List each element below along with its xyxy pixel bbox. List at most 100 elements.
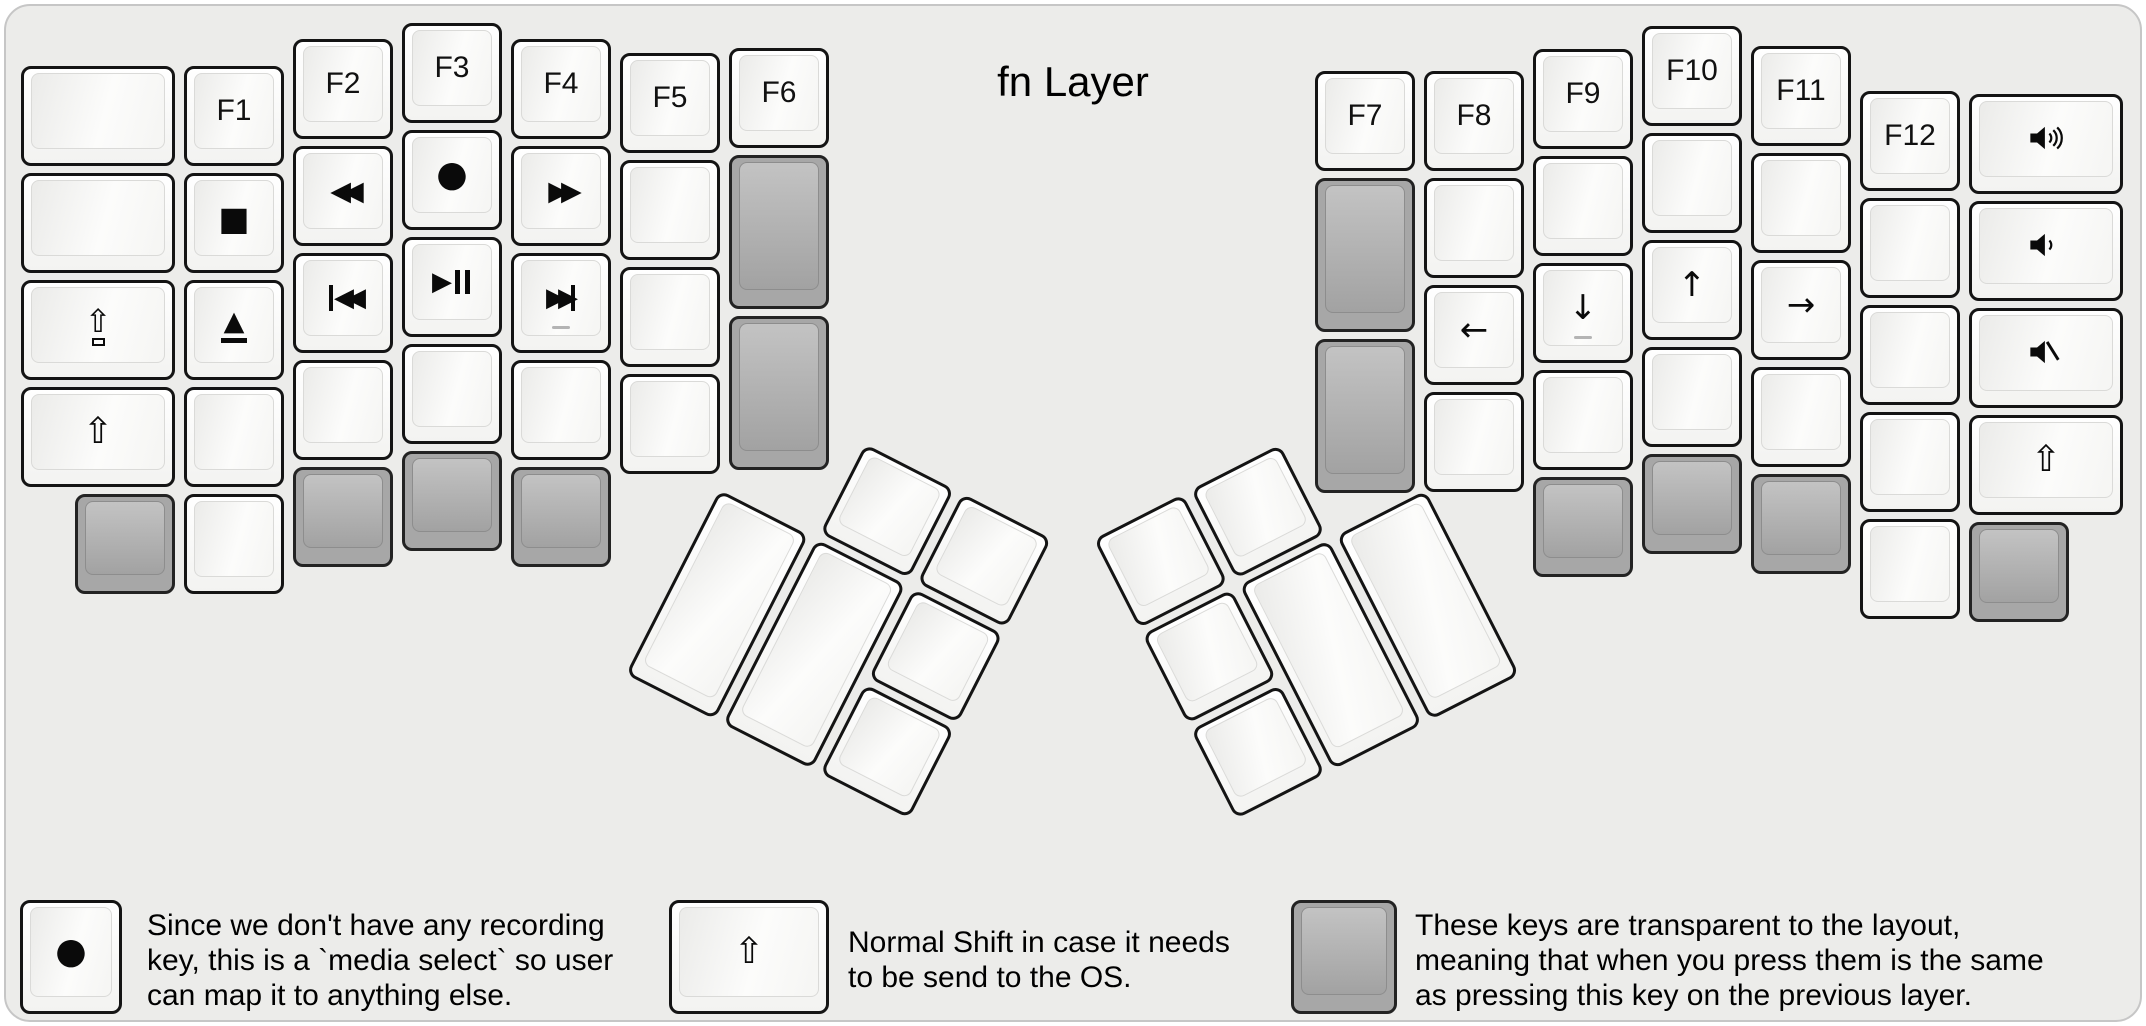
key-f2[interactable]: F2 [293, 39, 393, 139]
key-blank[interactable] [1860, 412, 1960, 512]
key-fast-forward[interactable]: ▶▶ [511, 146, 611, 246]
key-transparent[interactable] [1642, 454, 1742, 554]
key-blank[interactable] [1860, 519, 1960, 619]
legend-record-key: ● [20, 900, 122, 1014]
key-f11[interactable]: F11 [1751, 46, 1851, 146]
shift-icon: ⇧ [2030, 439, 2062, 480]
key-label: F1 [216, 94, 252, 127]
arrow-down-icon: ↓ [1568, 288, 1598, 328]
key-label: F10 [1666, 54, 1718, 87]
key-f9[interactable]: F9 [1533, 49, 1633, 149]
key-label: F7 [1347, 99, 1383, 132]
key-blank[interactable] [293, 360, 393, 460]
key-f12[interactable]: F12 [1860, 91, 1960, 191]
key-transparent[interactable] [511, 467, 611, 567]
key-blank[interactable] [184, 494, 284, 594]
eject-icon: ▲ [221, 308, 247, 343]
key-f10[interactable]: F10 [1642, 26, 1742, 126]
key-blank[interactable] [1751, 367, 1851, 467]
key-blank[interactable] [184, 387, 284, 487]
homing-bar-icon [552, 326, 570, 329]
legend-shift-key: ⇧ [669, 900, 829, 1014]
volume-down-icon [2027, 230, 2065, 263]
key-f5[interactable]: F5 [620, 53, 720, 153]
key-transparent[interactable] [729, 316, 829, 470]
key-label: F3 [434, 51, 470, 84]
key-label: F9 [1565, 77, 1601, 110]
key-prev-track[interactable]: ◀◀ [293, 253, 393, 353]
key-rewind[interactable]: ◀◀ [293, 146, 393, 246]
key-arrow-down[interactable]: ↓ [1533, 263, 1633, 363]
key-f4[interactable]: F4 [511, 39, 611, 139]
fast-forward-icon: ▶▶ [548, 175, 581, 207]
key-blank[interactable] [1424, 178, 1524, 278]
key-blank[interactable] [620, 160, 720, 260]
legend-shift-text: Normal Shift in case it needs to be send… [848, 926, 1230, 994]
key-label: F6 [761, 76, 797, 109]
key-play-pause[interactable]: ▶ [402, 237, 502, 337]
key-f7[interactable]: F7 [1315, 71, 1415, 171]
key-record[interactable]: ● [402, 130, 502, 230]
key-label: F2 [325, 67, 361, 100]
key-volume-up[interactable] [1969, 94, 2123, 194]
key-stop[interactable]: ■ [184, 173, 284, 273]
record-icon: ● [55, 931, 87, 972]
key-arrow-up[interactable]: ↑ [1642, 240, 1742, 340]
key-transparent[interactable] [402, 451, 502, 551]
key-shift[interactable]: ⇧ [21, 387, 175, 487]
key-f1[interactable]: F1 [184, 66, 284, 166]
key-shift[interactable]: ⇧ [1969, 415, 2123, 515]
arrow-right-icon: → [1786, 285, 1816, 325]
key-blank[interactable] [1860, 198, 1960, 298]
key-blank[interactable] [1860, 305, 1960, 405]
key-transparent[interactable] [1751, 474, 1851, 574]
key-blank[interactable] [511, 360, 611, 460]
layer-title: fn Layer [997, 58, 1149, 105]
key-mute[interactable] [1969, 308, 2123, 408]
key-blank[interactable] [1751, 153, 1851, 253]
key-blank[interactable] [620, 374, 720, 474]
key-transparent[interactable] [1969, 522, 2069, 622]
key-f6[interactable]: F6 [729, 48, 829, 148]
key-transparent[interactable] [729, 155, 829, 309]
shift-icon: ⇧ [82, 411, 114, 452]
key-label: F8 [1456, 99, 1492, 132]
key-blank[interactable] [1642, 347, 1742, 447]
key-blank[interactable] [402, 344, 502, 444]
key-transparent[interactable] [1315, 339, 1415, 493]
key-blank[interactable] [620, 267, 720, 367]
next-track-icon: ▶▶ [546, 285, 578, 311]
key-next-track[interactable]: ▶▶ [511, 253, 611, 353]
homing-bar-icon [1574, 336, 1592, 339]
key-blank[interactable] [21, 66, 175, 166]
legend-record-text: Since we don't have any recording key, t… [147, 909, 614, 1012]
key-eject[interactable]: ▲ [184, 280, 284, 380]
key-arrow-right[interactable]: → [1751, 260, 1851, 360]
key-arrow-left[interactable]: ← [1424, 285, 1524, 385]
key-transparent[interactable] [1533, 477, 1633, 577]
key-blank[interactable] [1533, 156, 1633, 256]
caps-lock-icon: ⇧ [85, 305, 111, 346]
key-caps-lock[interactable]: ⇧ [21, 280, 175, 380]
arrow-left-icon: ← [1459, 310, 1489, 350]
mute-icon [2027, 337, 2065, 370]
record-icon: ● [436, 154, 468, 195]
arrow-up-icon: ↑ [1677, 265, 1707, 305]
rewind-icon: ◀◀ [330, 175, 363, 207]
key-transparent[interactable] [75, 494, 175, 594]
key-transparent[interactable] [293, 467, 393, 567]
key-blank[interactable] [1533, 370, 1633, 470]
shift-icon: ⇧ [733, 931, 765, 972]
volume-up-icon [2027, 123, 2065, 156]
legend-transparent-text: These keys are transparent to the layout… [1415, 909, 2044, 1012]
key-blank[interactable] [1424, 392, 1524, 492]
key-blank[interactable] [21, 173, 175, 273]
key-volume-down[interactable] [1969, 201, 2123, 301]
key-f8[interactable]: F8 [1424, 71, 1524, 171]
key-blank[interactable] [1642, 133, 1742, 233]
key-label: F4 [543, 67, 579, 100]
key-transparent[interactable] [1315, 178, 1415, 332]
play-pause-icon: ▶ [432, 269, 472, 295]
key-f3[interactable]: F3 [402, 23, 502, 123]
